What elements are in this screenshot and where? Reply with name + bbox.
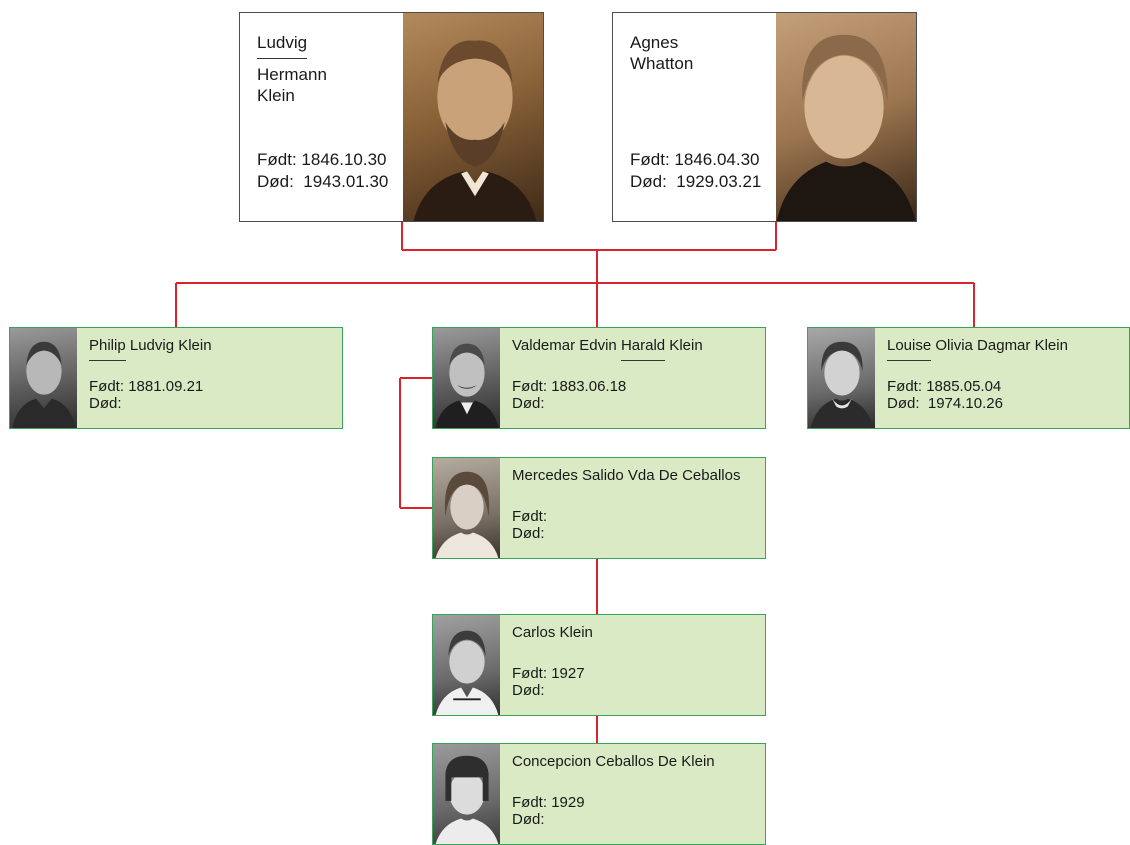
born-label: Født: <box>630 150 670 169</box>
carlos-photo <box>433 615 500 715</box>
mercedes-dates: Født: Død: <box>512 508 547 542</box>
died-label: Død: <box>89 395 122 412</box>
portrait-man-icon <box>12 341 76 428</box>
died-label: Død: <box>630 172 667 191</box>
mother-born-date: 1846.04.30 <box>674 150 760 169</box>
died-label: Død: <box>257 172 294 191</box>
valdemar-name-rest: Klein <box>665 337 703 354</box>
born-label: Født: <box>887 378 923 395</box>
concepcion-born-date: 1929 <box>551 794 585 811</box>
mercedes-photo <box>433 458 500 558</box>
philip-dates: Født: 1881.09.21 Død: <box>89 378 203 412</box>
valdemar-born-date: 1883.06.18 <box>551 378 627 395</box>
born-label: Født: <box>512 665 548 682</box>
mother-photo <box>776 13 916 221</box>
louise-died-date: 1974.10.26 <box>927 395 1003 412</box>
died-label: Død: <box>887 395 920 412</box>
louise-photo <box>808 328 875 428</box>
died-label: Død: <box>512 525 545 542</box>
child-card-louise[interactable]: Louise Olivia Dagmar Klein Født: 1885.05… <box>807 327 1130 429</box>
concepcion-name: Concepcion Ceballos De Klein <box>512 753 715 770</box>
louise-name-rest: Olivia Dagmar Klein <box>931 337 1068 354</box>
philip-photo <box>10 328 77 428</box>
philip-name-rest: Ludvig Klein <box>125 337 212 354</box>
mother-card[interactable]: Agnes Whatton Født: 1846.04.30 Død: 1929… <box>612 12 917 222</box>
carlos-dates: Født: 1927 Død: <box>512 665 585 699</box>
valdemar-name-underlined: Harald <box>620 337 666 361</box>
concepcion-dates: Født: 1929 Død: <box>512 794 585 828</box>
father-photo <box>403 13 543 221</box>
born-label: Født: <box>257 150 297 169</box>
mother-info: Agnes Whatton Født: 1846.04.30 Død: 1929… <box>630 13 775 221</box>
valdemar-photo <box>433 328 500 428</box>
philip-name-underlined: Philip <box>89 337 126 361</box>
portrait-girl-icon <box>435 755 499 844</box>
valdemar-name-before: Valdemar Edvin <box>512 337 621 354</box>
valdemar-name: Valdemar Edvin Harald Klein <box>512 337 703 361</box>
father-name-first: Ludvig <box>257 33 308 59</box>
carlos-born-date: 1927 <box>551 665 585 682</box>
born-label: Født: <box>89 378 125 395</box>
father-info: Ludvig Hermann Klein Født: 1846.10.30 Dø… <box>257 13 402 221</box>
louise-name-underlined: Louise <box>887 337 932 361</box>
mercedes-name: Mercedes Salido Vda De Ceballos <box>512 467 741 484</box>
mother-died-date: 1929.03.21 <box>676 172 762 191</box>
portrait-boy-icon <box>435 630 499 715</box>
father-died-row: Død: 1943.01.30 <box>257 172 388 192</box>
died-label: Død: <box>512 811 545 828</box>
father-born-row: Født: 1846.10.30 <box>257 150 387 170</box>
died-label: Død: <box>512 395 545 412</box>
louise-born-date: 1885.05.04 <box>926 378 1002 395</box>
spouse-card-mercedes[interactable]: Mercedes Salido Vda De Ceballos Født: Dø… <box>432 457 766 559</box>
carlos-name: Carlos Klein <box>512 624 593 641</box>
grandchild-card-concepcion[interactable]: Concepcion Ceballos De Klein Født: 1929 … <box>432 743 766 845</box>
child-card-philip[interactable]: Philip Ludvig Klein Født: 1881.09.21 Død… <box>9 327 343 429</box>
portrait-woman-icon <box>810 341 874 428</box>
born-label: Født: <box>512 794 548 811</box>
father-born-date: 1846.10.30 <box>301 150 387 169</box>
portrait-woman-icon <box>435 471 499 558</box>
concepcion-photo <box>433 744 500 844</box>
born-label: Født: <box>512 508 548 525</box>
portrait-man-icon <box>413 40 537 221</box>
born-label: Født: <box>512 378 548 395</box>
mother-born-row: Født: 1846.04.30 <box>630 150 760 170</box>
louise-name: Louise Olivia Dagmar Klein <box>887 337 1068 361</box>
father-died-date: 1943.01.30 <box>303 172 389 191</box>
grandchild-card-carlos[interactable]: Carlos Klein Født: 1927 Død: <box>432 614 766 716</box>
louise-dates: Født: 1885.05.04 Død: 1974.10.26 <box>887 378 1003 412</box>
father-name-last: Klein <box>257 86 295 105</box>
mother-name-first: Agnes <box>630 33 679 52</box>
mother-died-row: Død: 1929.03.21 <box>630 172 761 192</box>
father-name-middle: Hermann <box>257 65 327 84</box>
philip-born-date: 1881.09.21 <box>128 378 204 395</box>
died-label: Død: <box>512 682 545 699</box>
mother-name-last: Whatton <box>630 54 694 73</box>
child-card-valdemar[interactable]: Valdemar Edvin Harald Klein Født: 1883.0… <box>432 327 766 429</box>
father-card[interactable]: Ludvig Hermann Klein Født: 1846.10.30 Dø… <box>239 12 544 222</box>
portrait-man-icon <box>435 343 499 428</box>
philip-name: Philip Ludvig Klein <box>89 337 212 361</box>
valdemar-dates: Født: 1883.06.18 Død: <box>512 378 626 412</box>
portrait-woman-icon <box>776 34 916 221</box>
